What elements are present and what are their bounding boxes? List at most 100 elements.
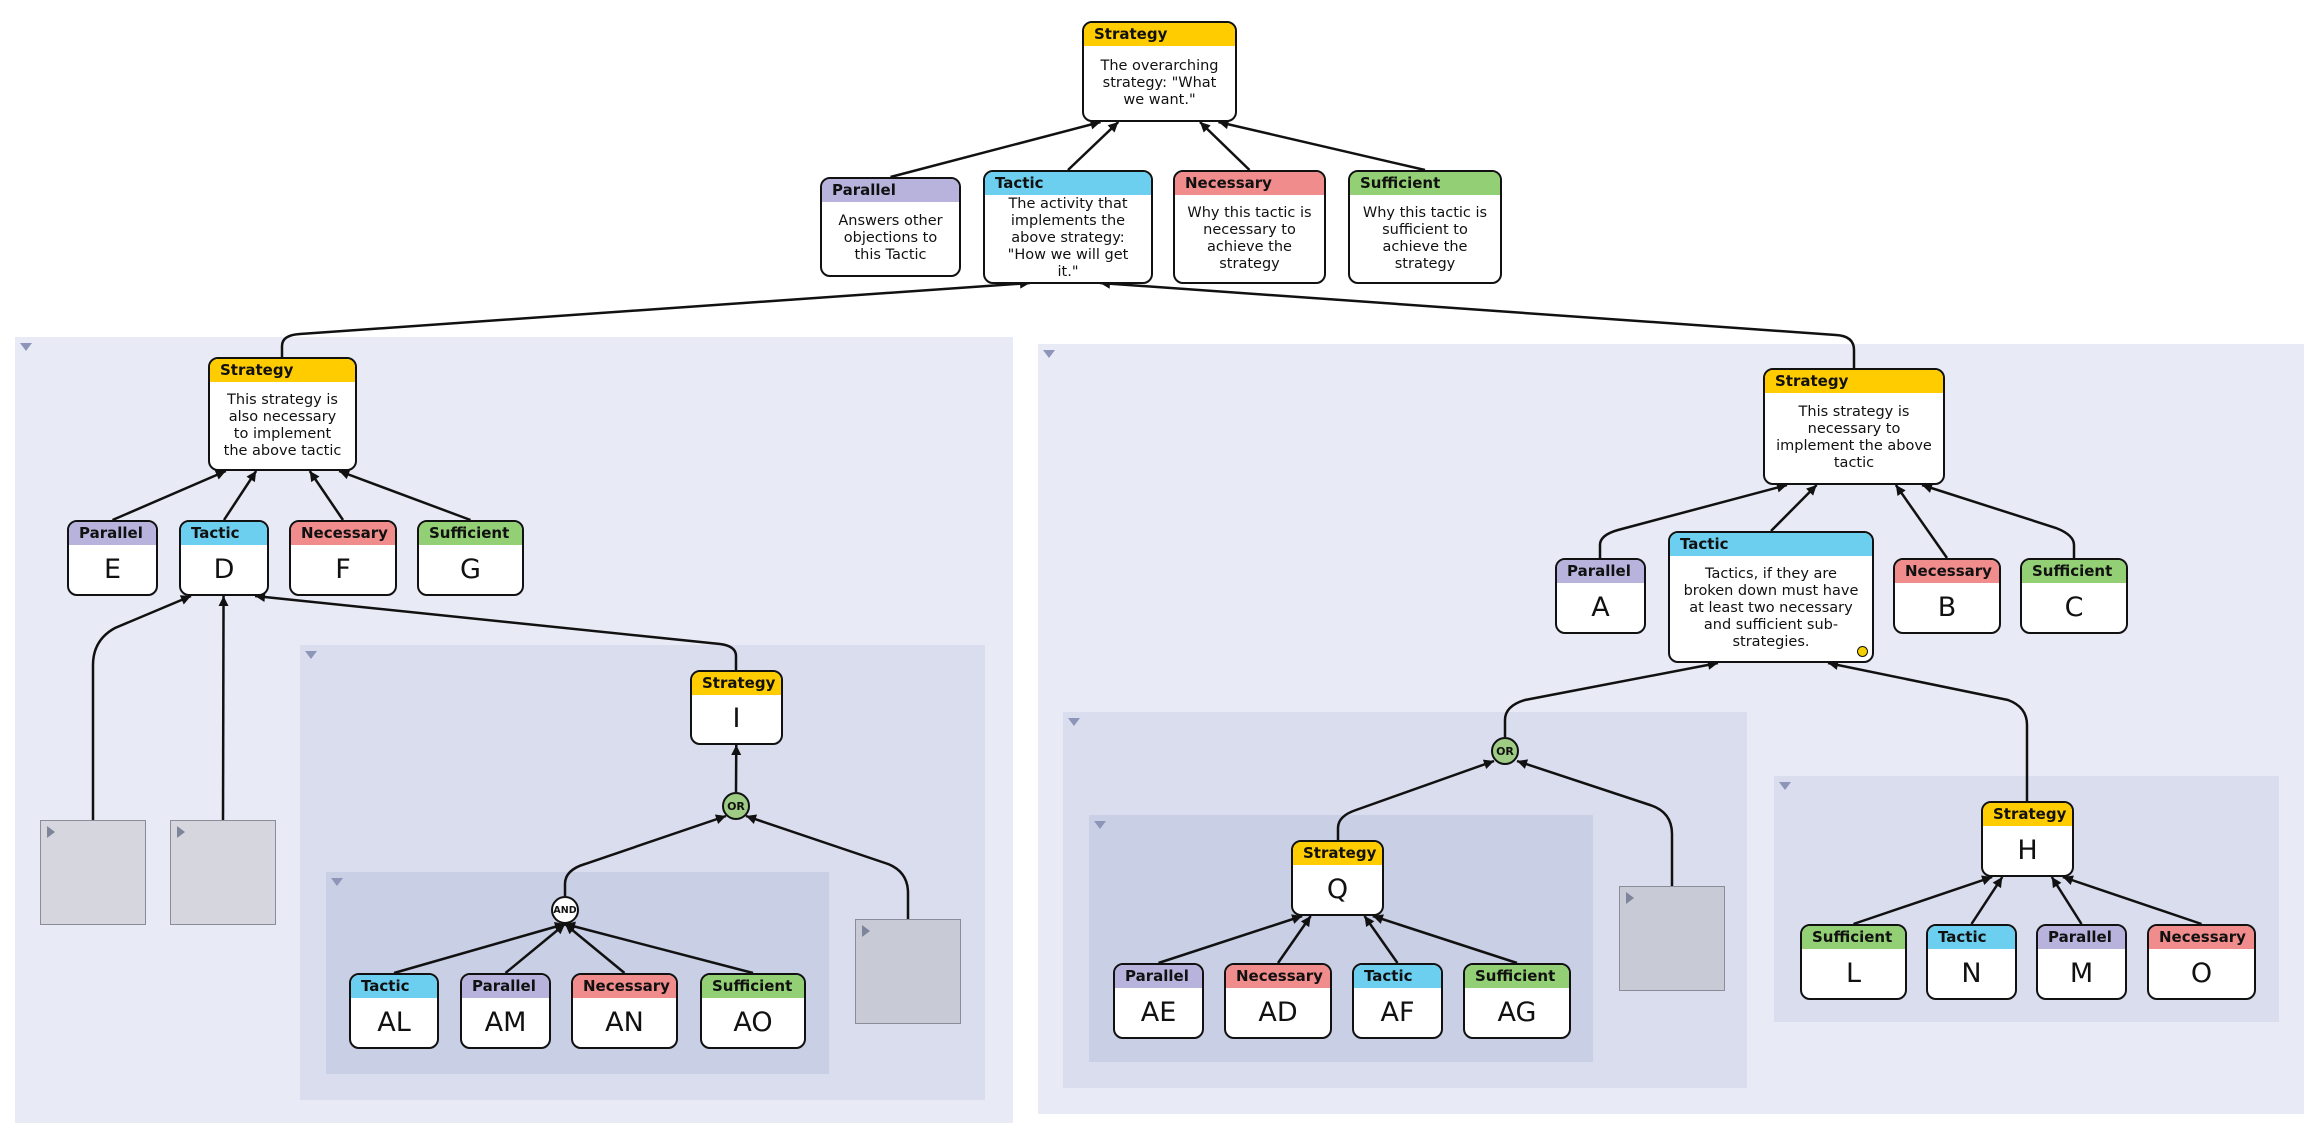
node-text: Why this tactic is necessary to achieve … — [1187, 204, 1312, 272]
collapse-triangle-icon[interactable] — [1779, 782, 1791, 790]
collapse-triangle-icon[interactable] — [1068, 718, 1080, 726]
edge-s_right-to-legend_tactic — [1099, 278, 1856, 368]
or-connector[interactable]: OR — [1491, 737, 1519, 765]
node-text: O — [2190, 957, 2213, 989]
edge-am-to-and_left — [504, 923, 566, 974]
node-text: This strategy is necessary to implement … — [1776, 404, 1932, 471]
node-type-label: Necessary — [1175, 172, 1324, 195]
edge-ag-to-q — [1372, 914, 1518, 965]
node-type-label: Tactic — [985, 172, 1151, 195]
collapsed-placeholder-ph4[interactable] — [1619, 886, 1725, 991]
node-text: AD — [1258, 996, 1298, 1028]
node-text: AO — [733, 1006, 773, 1038]
edge-and_left-to-or_left — [563, 814, 727, 896]
expand-triangle-icon[interactable] — [47, 826, 55, 838]
expand-triangle-icon[interactable] — [177, 826, 185, 838]
node-text: I — [732, 703, 741, 734]
node-type-label: Parallel — [2038, 926, 2125, 949]
node-type-label: Necessary — [573, 975, 676, 998]
node-text: Why this tactic is sufficient to achieve… — [1362, 204, 1488, 272]
node-type-label: Strategy — [1765, 370, 1943, 393]
and-connector[interactable]: AND — [551, 896, 579, 924]
node-type-label: Strategy — [692, 672, 781, 695]
node-text: AG — [1497, 996, 1537, 1028]
collapse-triangle-icon[interactable] — [331, 878, 343, 886]
collapsed-placeholder-ph2[interactable] — [170, 820, 276, 925]
expand-triangle-icon[interactable] — [1626, 892, 1634, 904]
edge-ph2-to-d — [218, 595, 229, 821]
edge-ao-to-and_left — [564, 921, 754, 975]
collapse-triangle-icon[interactable] — [305, 651, 317, 659]
node-text: A — [1591, 591, 1610, 623]
edge-an-to-and_left — [564, 923, 626, 974]
edge-ph1-to-d — [91, 594, 192, 820]
edge-d-to-s_left — [222, 470, 258, 521]
node-text: M — [2069, 957, 2094, 989]
collapse-triangle-icon[interactable] — [1094, 821, 1106, 829]
node-text: AN — [605, 1006, 644, 1038]
node-type-label: Strategy — [1983, 803, 2072, 826]
expand-triangle-icon[interactable] — [862, 925, 870, 937]
node-type-label: Tactic — [351, 975, 437, 998]
node-type-label: Strategy — [1084, 23, 1235, 46]
node-type-label: Tactic — [181, 522, 267, 545]
node-text: Answers other objections to this Tactic — [838, 213, 943, 263]
node-text: C — [2064, 591, 2084, 623]
edge-al-to-and_left — [393, 921, 566, 975]
collapsed-placeholder-ph3[interactable] — [855, 919, 961, 1024]
or-connector[interactable]: OR — [722, 792, 750, 820]
edge-l-to-h — [1853, 875, 1993, 926]
node-text: N — [1961, 957, 1982, 989]
edge-b-to-s_right — [1894, 484, 1949, 559]
edge-ad-to-q — [1276, 915, 1312, 964]
collapse-triangle-icon[interactable] — [20, 343, 32, 351]
collapse-triangle-icon[interactable] — [1043, 350, 1055, 358]
node-text: Q — [1326, 873, 1349, 905]
collapsed-placeholder-ph1[interactable] — [40, 820, 146, 925]
node-text: L — [1845, 957, 1862, 989]
edge-q-to-or_right — [1336, 759, 1495, 840]
note-indicator-icon[interactable] — [1857, 646, 1868, 657]
node-text: B — [1937, 591, 1957, 623]
node-type-label: Parallel — [1115, 965, 1202, 988]
node-type-label: Necessary — [291, 522, 395, 545]
node-text: G — [460, 553, 481, 585]
edge-c-to-s_right — [1921, 483, 2076, 558]
node-type-label: Strategy — [1293, 842, 1382, 865]
edge-m-to-h — [2050, 876, 2083, 925]
node-text: This strategy is also necessary to imple… — [223, 391, 342, 459]
node-type-label: Sufficient — [2022, 560, 2126, 583]
edge-a-to-s_right — [1598, 482, 1788, 558]
